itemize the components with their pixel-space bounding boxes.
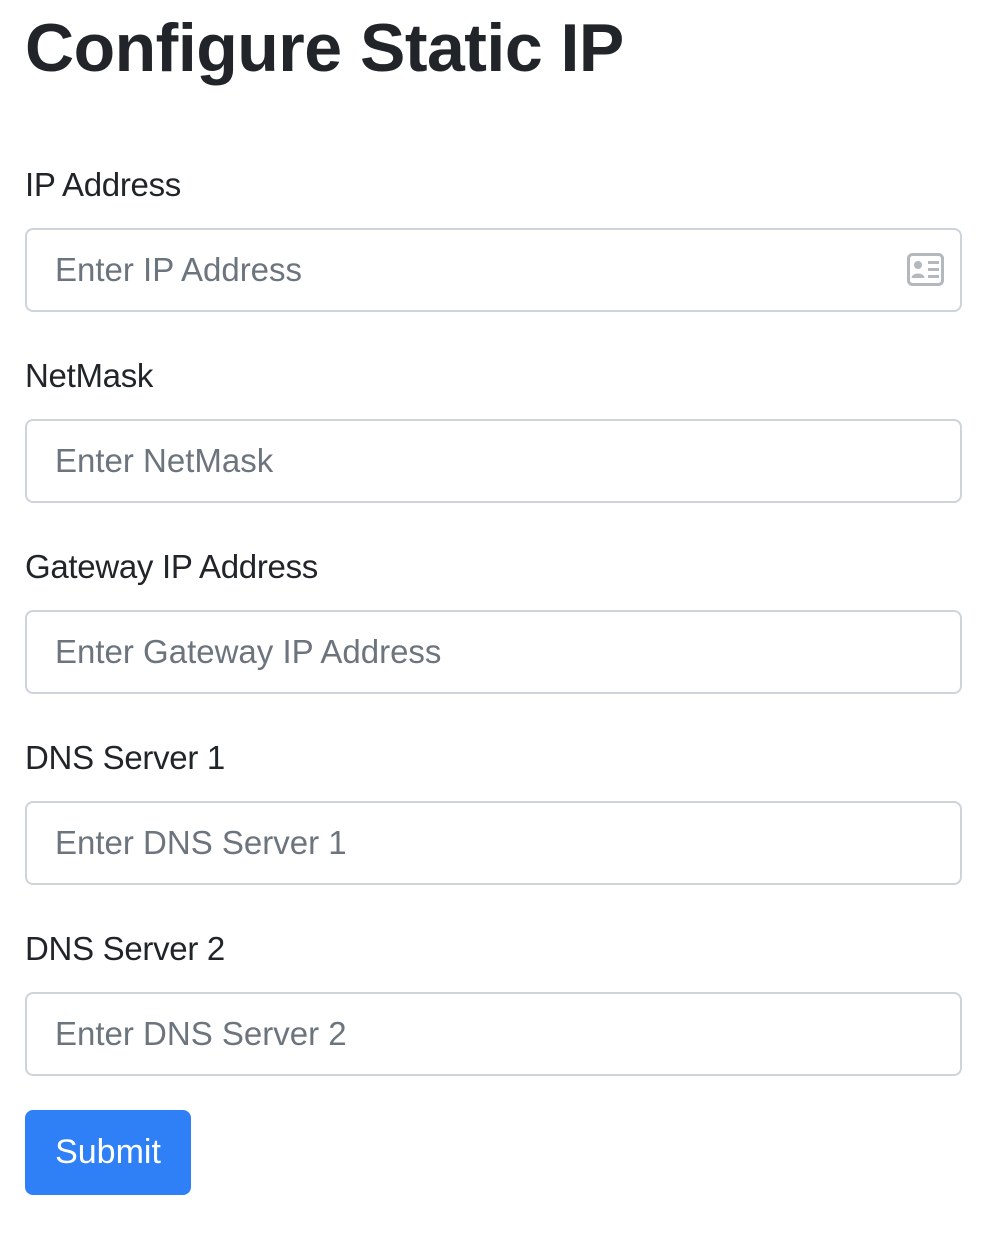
- ip-address-label: IP Address: [25, 166, 181, 203]
- dns-server-2-input[interactable]: [25, 992, 962, 1076]
- netmask-group: NetMask: [25, 351, 962, 542]
- gateway-ip-address-group: Gateway IP Address: [25, 542, 962, 733]
- ip-address-group: IP Address: [25, 160, 962, 351]
- dns-server-2-group: DNS Server 2: [25, 924, 962, 1115]
- dns-server-1-label: DNS Server 1: [25, 739, 225, 776]
- contact-card-icon[interactable]: [907, 253, 944, 286]
- netmask-input-wrap: [25, 419, 962, 503]
- dns-server-1-group: DNS Server 1: [25, 733, 962, 924]
- static-ip-form: IP Address NetMask Gateway IP Address DN…: [25, 160, 962, 1115]
- dns-server-1-input[interactable]: [25, 801, 962, 885]
- netmask-label: NetMask: [25, 357, 154, 394]
- gateway-ip-address-input[interactable]: [25, 610, 962, 694]
- gateway-ip-address-input-wrap: [25, 610, 962, 694]
- ip-address-input[interactable]: [25, 228, 962, 312]
- netmask-input[interactable]: [25, 419, 962, 503]
- gateway-ip-address-label: Gateway IP Address: [25, 548, 318, 585]
- dns-server-1-input-wrap: [25, 801, 962, 885]
- dns-server-2-label: DNS Server 2: [25, 930, 225, 967]
- page-title: Configure Static IP: [25, 10, 624, 86]
- dns-server-2-input-wrap: [25, 992, 962, 1076]
- ip-address-input-wrap: [25, 228, 962, 312]
- submit-button[interactable]: Submit: [25, 1110, 191, 1195]
